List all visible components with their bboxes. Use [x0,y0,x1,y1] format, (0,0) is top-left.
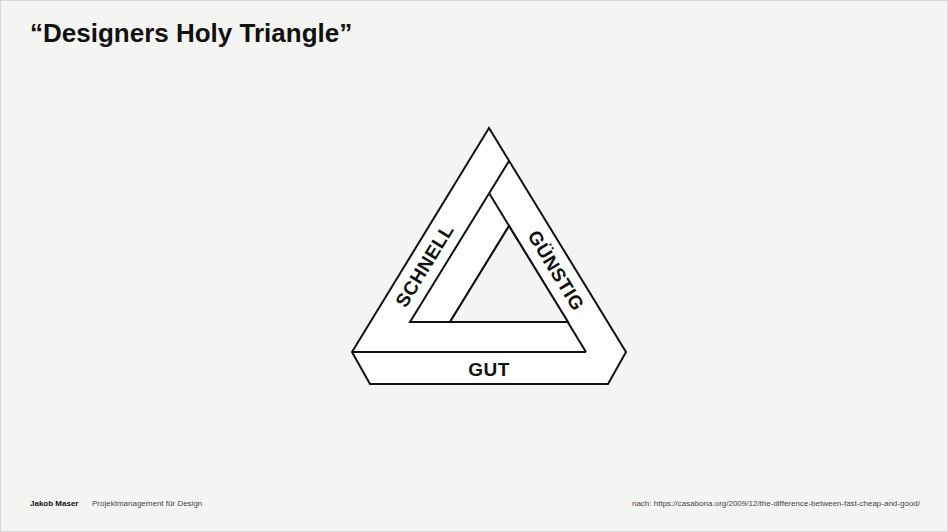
slide-title: “Designers Holy Triangle” [30,18,352,49]
triangle-band: GUT [468,360,510,379]
source-note: nach: https://casabona.org/2009/12/the-d… [632,500,920,508]
author-name: Jakob Maser [30,500,78,508]
course-name: Projektmanagement für Design [92,500,202,508]
band-label: GUT [468,360,510,379]
